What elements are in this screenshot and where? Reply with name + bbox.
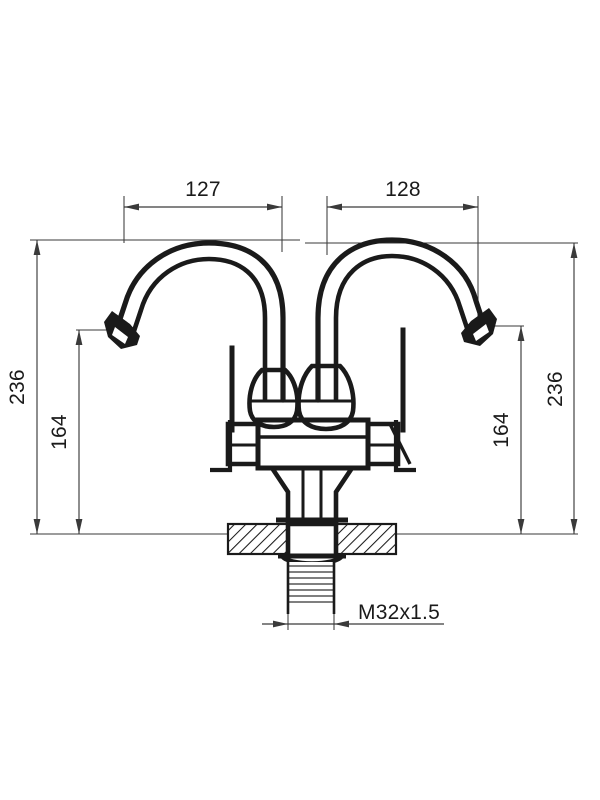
arrowhead-spout-left-bottom xyxy=(75,519,83,534)
threaded-shank xyxy=(286,562,336,614)
arrowhead-spout-right-bottom xyxy=(517,519,525,534)
arrowhead-spout-right-top xyxy=(517,326,525,341)
left-spout-inner-curve xyxy=(131,256,268,403)
deck-plate-right-hatch xyxy=(334,522,398,556)
arrowhead-height-right-bottom xyxy=(570,519,578,534)
valve-bonnets xyxy=(247,363,356,432)
left-aerator-bore xyxy=(112,327,128,344)
deck-plate-left-hatch xyxy=(226,522,290,556)
left-aerator-seam xyxy=(117,316,134,331)
deck-plate-section xyxy=(226,517,398,566)
arrowhead-spout-left-top xyxy=(75,330,83,345)
label-height-left: 236 xyxy=(6,369,29,405)
right-aerator-seam xyxy=(467,313,484,328)
left-spout-outer-curve xyxy=(115,240,286,403)
left-spout xyxy=(104,240,286,403)
right-spout xyxy=(315,237,497,403)
right-spout-inner-curve xyxy=(333,253,470,403)
right-bracket-gusset xyxy=(388,423,412,465)
label-reach-right: 128 xyxy=(385,178,421,201)
arrowhead-height-right-top xyxy=(570,243,578,258)
shank-thread-hatch xyxy=(288,565,334,603)
arrowhead-thread-left xyxy=(273,620,288,628)
label-spout-height-right: 164 xyxy=(490,412,513,448)
dimension-network xyxy=(30,196,578,630)
label-height-right: 236 xyxy=(544,371,567,407)
label-thread-spec: M32x1.5 xyxy=(358,601,440,624)
right-spout-outer-curve xyxy=(315,237,486,403)
right-valve-bonnet xyxy=(296,363,356,432)
arrowhead-reach-right-start xyxy=(327,203,342,211)
right-aerator-bore xyxy=(473,324,489,341)
label-reach-left: 127 xyxy=(185,178,221,201)
left-aerator-tip xyxy=(104,311,140,349)
left-bracket-arm xyxy=(210,420,233,473)
arrowhead-reach-right-end xyxy=(463,203,478,211)
label-spout-height-left: 164 xyxy=(48,414,71,450)
arrowhead-thread-right xyxy=(334,620,349,628)
dimension-labels: 127 128 236 164 164 236 M32x1.5 xyxy=(6,178,567,624)
handle-levers xyxy=(229,327,406,433)
arrowhead-height-left-bottom xyxy=(33,519,41,534)
arrowhead-height-left-top xyxy=(33,240,41,255)
arrowhead-reach-left-end xyxy=(267,203,282,211)
right-aerator-tip xyxy=(461,308,497,346)
shank-body xyxy=(288,562,334,614)
arrowhead-reach-left-start xyxy=(124,203,139,211)
left-valve-bonnet xyxy=(247,367,300,430)
